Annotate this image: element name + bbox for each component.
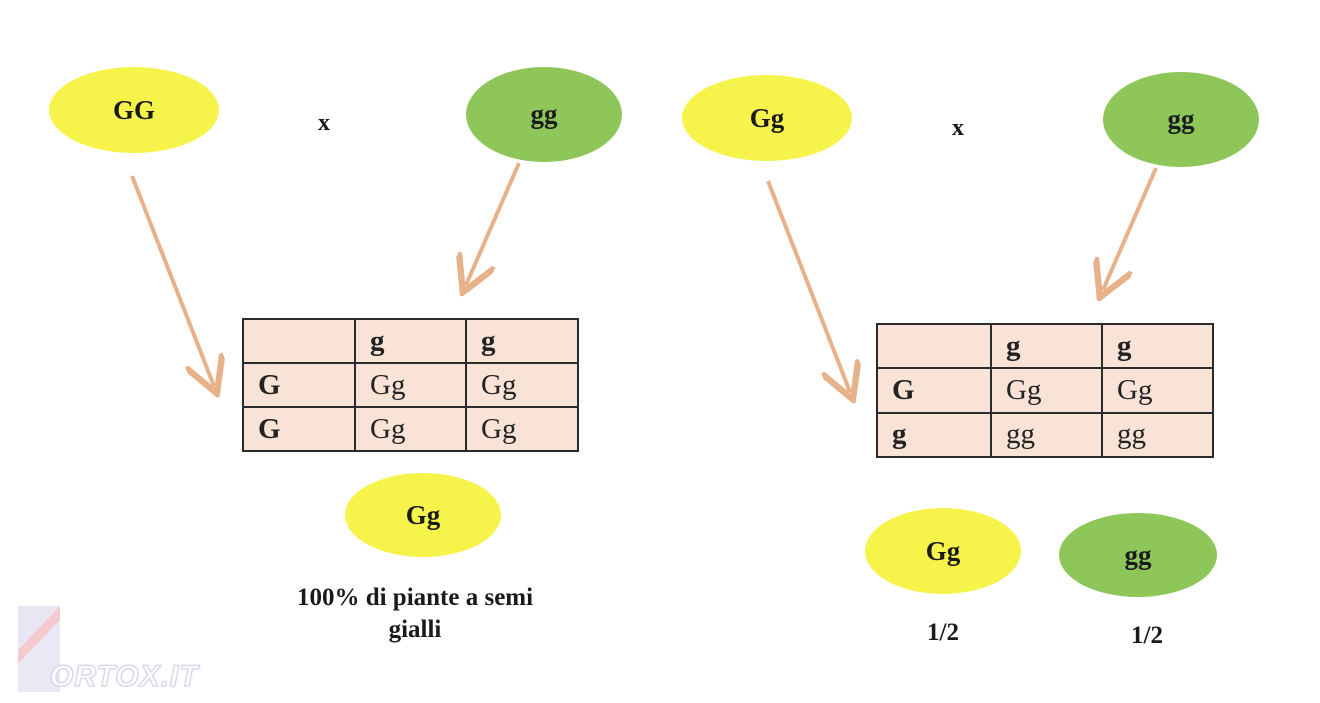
right-punnett-row2-header: g <box>876 411 992 459</box>
right-punnett-cell: gg <box>1101 411 1214 459</box>
left-punnett-row1-header: G <box>242 362 356 408</box>
right-punnett-row1-header: G <box>876 367 992 414</box>
right-punnett-row2: g gg gg <box>876 411 1214 459</box>
left-parent1-label: GG <box>112 94 155 125</box>
right-offspring2-ratio: 1/2 <box>1131 622 1163 649</box>
watermark-text: ORTOX.IT <box>49 659 199 693</box>
left-offspring-ellipse: Gg <box>345 473 501 557</box>
left-parent1-ellipse: GG <box>49 67 219 153</box>
left-caption-line1: 100% di piante a semi <box>296 584 534 611</box>
right-punnett-col1: g <box>990 322 1103 370</box>
right-offspring1-ellipse: Gg <box>865 508 1021 594</box>
left-punnett-cell: Gg <box>354 362 467 408</box>
left-punnett-col1: g <box>354 318 467 364</box>
left-offspring-label: Gg <box>405 499 441 530</box>
arrow-left-parent1 <box>130 175 214 386</box>
right-punnett-cell: gg <box>990 411 1103 459</box>
right-punnett-corner <box>876 322 992 370</box>
left-cross-symbol: x <box>318 110 330 136</box>
left-punnett-corner <box>242 318 356 364</box>
right-parent2-label: gg <box>1167 104 1195 134</box>
right-offspring1-ratio: 1/2 <box>927 619 959 646</box>
watermark-logo-icon <box>18 606 60 692</box>
right-offspring1-label: Gg <box>925 535 961 566</box>
right-punnett-square: g g G Gg Gg g gg gg <box>876 322 1214 459</box>
right-punnett-cell: Gg <box>1101 367 1214 414</box>
right-offspring2-ellipse: gg <box>1059 513 1217 597</box>
left-punnett-square: g g G Gg Gg G Gg Gg <box>242 318 579 452</box>
right-punnett-col2: g <box>1101 322 1214 370</box>
left-punnett-cell: Gg <box>465 362 579 408</box>
right-cross-symbol: x <box>952 115 964 141</box>
left-caption: 100% di piante a semi gialli <box>230 582 600 646</box>
left-punnett-row1: G Gg Gg <box>242 362 579 408</box>
arrow-left-parent2 <box>466 162 521 285</box>
right-punnett-row1: G Gg Gg <box>876 367 1214 414</box>
left-caption-line2: gialli <box>388 616 442 643</box>
left-parent2-label: gg <box>530 99 558 129</box>
right-parent1-ellipse: Gg <box>682 75 852 161</box>
left-punnett-col2: g <box>465 318 579 364</box>
right-offspring2-label: gg <box>1124 539 1152 570</box>
right-parent1-label: Gg <box>749 102 785 133</box>
arrow-right-parent1 <box>766 180 850 392</box>
right-punnett-cell: Gg <box>990 367 1103 414</box>
left-punnett-row2-header: G <box>242 406 356 452</box>
left-parent2-ellipse: gg <box>466 67 622 162</box>
left-punnett-row2: G Gg Gg <box>242 406 579 452</box>
left-punnett-cell: Gg <box>354 406 467 452</box>
left-punnett-header-row: g g <box>242 318 579 364</box>
left-punnett-cell: Gg <box>465 406 579 452</box>
arrow-right-parent2 <box>1103 167 1158 290</box>
right-parent2-ellipse: gg <box>1103 72 1259 167</box>
right-punnett-header-row: g g <box>876 322 1214 370</box>
